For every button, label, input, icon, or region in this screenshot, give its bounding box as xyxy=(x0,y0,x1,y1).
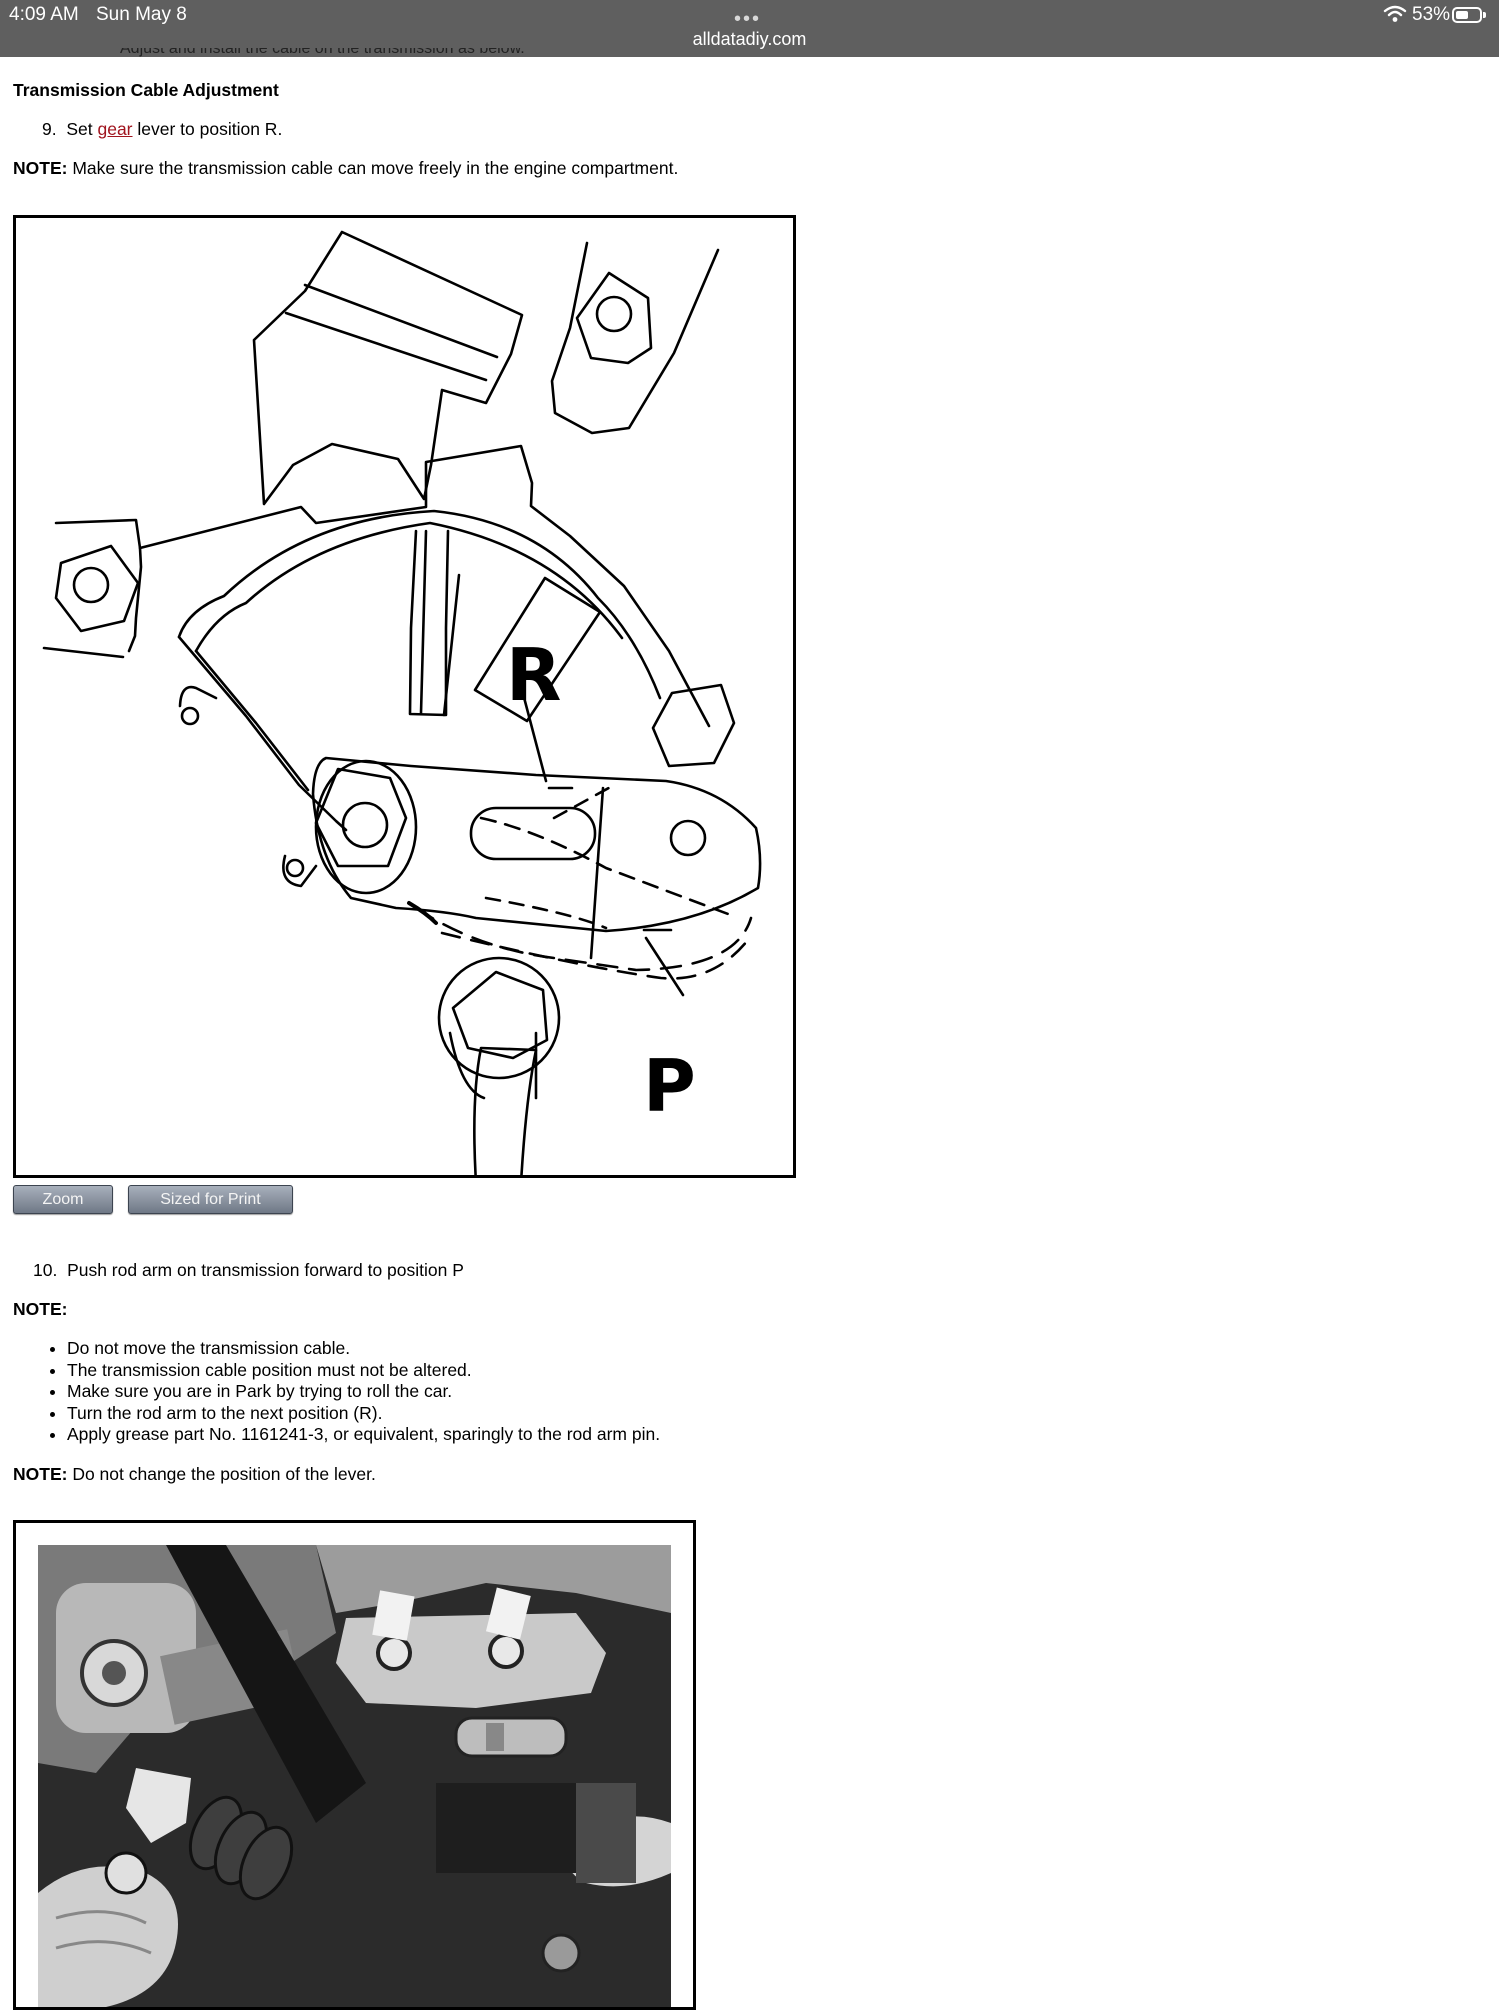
browser-status-bar: 4:09 AM Sun May 8 ••• alldatadiy.com 53% xyxy=(0,0,1499,57)
note-text: Make sure the transmission cable can mov… xyxy=(67,158,679,178)
step-number: 10. xyxy=(33,1260,58,1280)
list-item: The transmission cable position must not… xyxy=(67,1360,660,1382)
label-R: R xyxy=(506,633,561,717)
step-number: 9. xyxy=(42,119,57,139)
lever-line-drawing: R P xyxy=(42,230,762,1185)
note-text: Do not change the position of the lever. xyxy=(67,1464,376,1484)
address-bar-url[interactable]: alldatadiy.com xyxy=(692,29,807,49)
tab-menu-dots[interactable]: ••• xyxy=(734,8,762,30)
clipped-previous-line: Adjust and install the cable on the tran… xyxy=(120,48,525,57)
battery-percent: 53% xyxy=(1412,4,1451,25)
wifi-icon xyxy=(1383,5,1407,22)
step-text: Set xyxy=(66,119,98,139)
section-title: Transmission Cable Adjustment xyxy=(13,80,279,100)
step-text: Push rod arm on transmission forward to … xyxy=(67,1260,464,1280)
list-item: Make sure you are in Park by trying to r… xyxy=(67,1381,660,1403)
gear-link[interactable]: gear xyxy=(97,119,133,139)
zoom-button[interactable]: Zoom xyxy=(13,1185,113,1214)
battery-icon xyxy=(1452,7,1486,23)
transmission-photo xyxy=(16,1523,693,2012)
sized-for-print-button[interactable]: Sized for Print xyxy=(128,1185,293,1214)
step-text: lever to position R. xyxy=(132,119,283,139)
status-date: Sun May 8 xyxy=(96,4,187,25)
status-time: 4:09 AM xyxy=(9,4,79,25)
note-2-list: Do not move the transmission cable. The … xyxy=(40,1338,660,1446)
note-label: NOTE: xyxy=(13,158,68,178)
note-3: NOTE: Do not change the position of the … xyxy=(13,1464,376,1485)
step-9: 9. Set gear lever to position R. xyxy=(42,119,282,140)
note-1: NOTE: Make sure the transmission cable c… xyxy=(13,158,678,179)
figure-transmission-photo xyxy=(13,1520,696,2012)
step-10: 10. Push rod arm on transmission forward… xyxy=(33,1260,464,1281)
figure-transmission-lever-diagram: R P xyxy=(13,215,796,1185)
label-P: P xyxy=(643,1044,696,1128)
list-item: Do not move the transmission cable. xyxy=(67,1338,660,1360)
list-item: Apply grease part No. 1161241-3, or equi… xyxy=(67,1424,660,1446)
note-2-label: NOTE: xyxy=(13,1299,68,1319)
list-item: Turn the rod arm to the next position (R… xyxy=(67,1403,660,1425)
note-label: NOTE: xyxy=(13,1464,68,1484)
